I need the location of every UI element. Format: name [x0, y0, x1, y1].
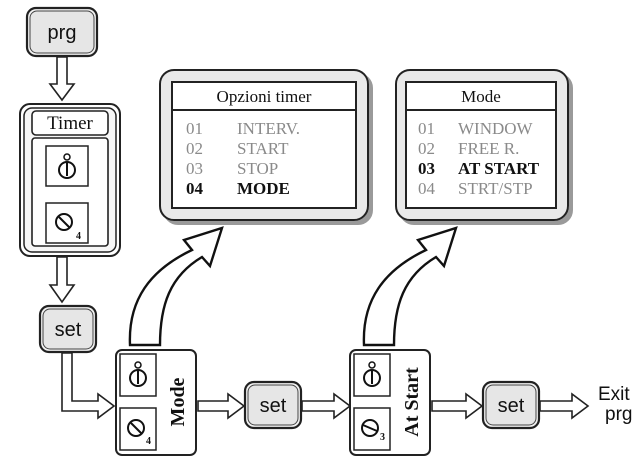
set-key-3[interactable]: set: [481, 380, 541, 430]
menu-item-number: 03: [418, 159, 435, 178]
set-key-3-label: set: [498, 395, 525, 417]
timer-options-screen: Opzioni timer 01 INTERV. 02 START 03 STOP 04 MO…: [171, 81, 357, 209]
exit-label-line2: prg: [605, 404, 632, 425]
menu-item-label: FREE R.: [458, 139, 519, 158]
menu-item-number: 02: [186, 139, 203, 158]
timer-menu-title: Opzioni timer: [217, 87, 312, 106]
atstart-panel-label: At Start: [401, 367, 423, 437]
timer-panel: Timer 4: [19, 103, 121, 257]
mode-subscript: 4: [146, 436, 151, 447]
mode-dial-icon: [129, 361, 147, 387]
set-key-2[interactable]: set: [243, 380, 303, 430]
mode-panel-label: Mode: [167, 377, 189, 426]
menu-item-label: WINDOW: [458, 119, 534, 138]
mode-menu-title: Mode: [461, 87, 501, 106]
dial-4-icon: 4: [55, 213, 81, 242]
timer-subscript: 4: [76, 231, 81, 242]
arrow-set-to-atstart: [301, 392, 352, 420]
mode-panel: 4 Mode: [115, 349, 197, 456]
exit-label-line1: Exit: [598, 384, 630, 405]
menu-item-label: AT START: [458, 159, 540, 178]
atstart-dial-3-icon: 3: [361, 419, 385, 443]
curved-arrow-to-mode-menu: [362, 226, 458, 347]
set-key-1[interactable]: set: [38, 304, 98, 354]
arrow-prg-to-timer: [48, 56, 76, 102]
menu-item-label: START: [237, 139, 289, 158]
prg-key[interactable]: prg: [25, 6, 99, 58]
menu-item-label: MODE: [237, 179, 290, 198]
curved-arrow-to-timer-menu: [128, 226, 224, 347]
prg-key-label: prg: [48, 22, 77, 44]
timer-dial-icon: [58, 153, 76, 179]
mode-screen: Mode 01 WINDOW 02 FREE R. 03 AT START 04 STRT/S…: [405, 81, 557, 209]
menu-item-number: 01: [186, 119, 203, 138]
mode-dial-4-icon: 4: [127, 419, 151, 447]
menu-item-label: INTERV.: [237, 119, 300, 138]
menu-item-label: STRT/STP: [458, 179, 533, 198]
atstart-panel: 3 At Start: [349, 349, 431, 456]
menu-item-number: 03: [186, 159, 203, 178]
set-key-2-label: set: [260, 395, 287, 417]
arrow-set-to-exit: [539, 392, 590, 420]
menu-item-number: 02: [418, 139, 435, 158]
menu-item-number: 01: [418, 119, 435, 138]
timer-panel-title: Timer: [47, 113, 93, 134]
arrow-timer-to-set: [48, 256, 76, 304]
menu-item-number: 04: [418, 179, 436, 198]
atstart-dial-icon: [363, 361, 381, 387]
arrow-atstart-to-set: [431, 392, 484, 420]
set-key-1-label: set: [55, 319, 82, 341]
atstart-subscript: 3: [380, 432, 385, 443]
arrow-mode-to-set: [197, 392, 246, 420]
arrow-set-to-mode: [61, 352, 116, 420]
menu-item-label: STOP: [237, 159, 278, 178]
menu-item-number: 04: [186, 179, 204, 198]
